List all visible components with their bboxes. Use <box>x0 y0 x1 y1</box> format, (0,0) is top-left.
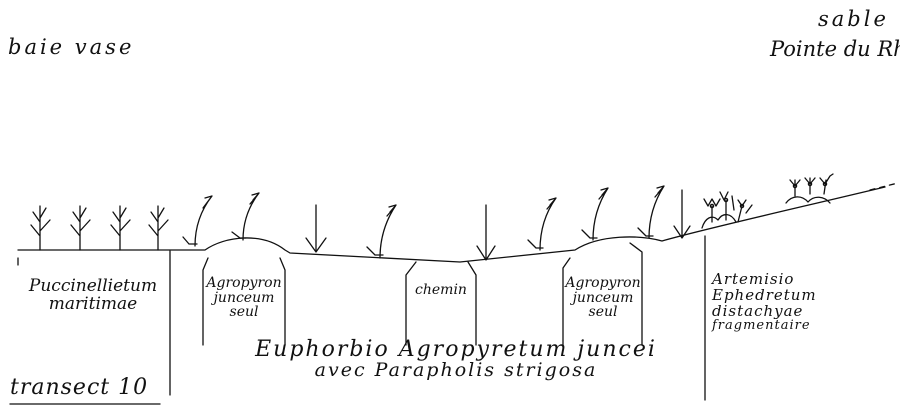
puccinellia-tuft <box>71 206 90 250</box>
label-chemin: chemin <box>406 283 476 298</box>
artemisia-ephedra-shrub <box>786 174 833 203</box>
downward-arrow <box>477 205 495 260</box>
artemisia-ephedra-shrub <box>702 192 752 228</box>
label-pointe-du-rhin: Pointe du Rhin <box>770 38 900 60</box>
puccinellia-tuft <box>149 206 168 250</box>
puccinellia-tuft <box>111 206 130 250</box>
downward-arrow <box>306 205 326 252</box>
agropyron-plant <box>638 186 664 238</box>
bracket-puccinellietum <box>18 251 170 395</box>
label-artemisio-ephedretum: Artemisio Ephedretum distachyae fragment… <box>712 272 817 333</box>
label-puccinellietum: Puccinellietum maritimae <box>18 278 168 314</box>
downward-arrow <box>674 190 690 238</box>
label-sable: sable <box>818 8 889 30</box>
agropyron-plant <box>528 198 556 250</box>
label-baie-vase: baie vase <box>8 36 134 58</box>
agropyron-plant <box>582 188 608 240</box>
agropyron-plant <box>183 196 212 246</box>
label-agropyron-left: Agropyron junceum seul <box>202 276 286 320</box>
agropyron-plant <box>232 193 259 240</box>
label-euphorbio-agropyretum: Euphorbio Agropyretum juncei avec Paraph… <box>196 338 716 381</box>
label-transect: transect 10 <box>10 376 148 399</box>
bracket-chemin <box>406 262 476 345</box>
ground-profile-dashes <box>870 183 898 190</box>
ground-profile <box>18 187 885 262</box>
agropyron-plant <box>367 205 396 258</box>
puccinellia-tuft <box>31 206 50 250</box>
label-agropyron-right: Agropyron junceum seul <box>563 276 643 320</box>
